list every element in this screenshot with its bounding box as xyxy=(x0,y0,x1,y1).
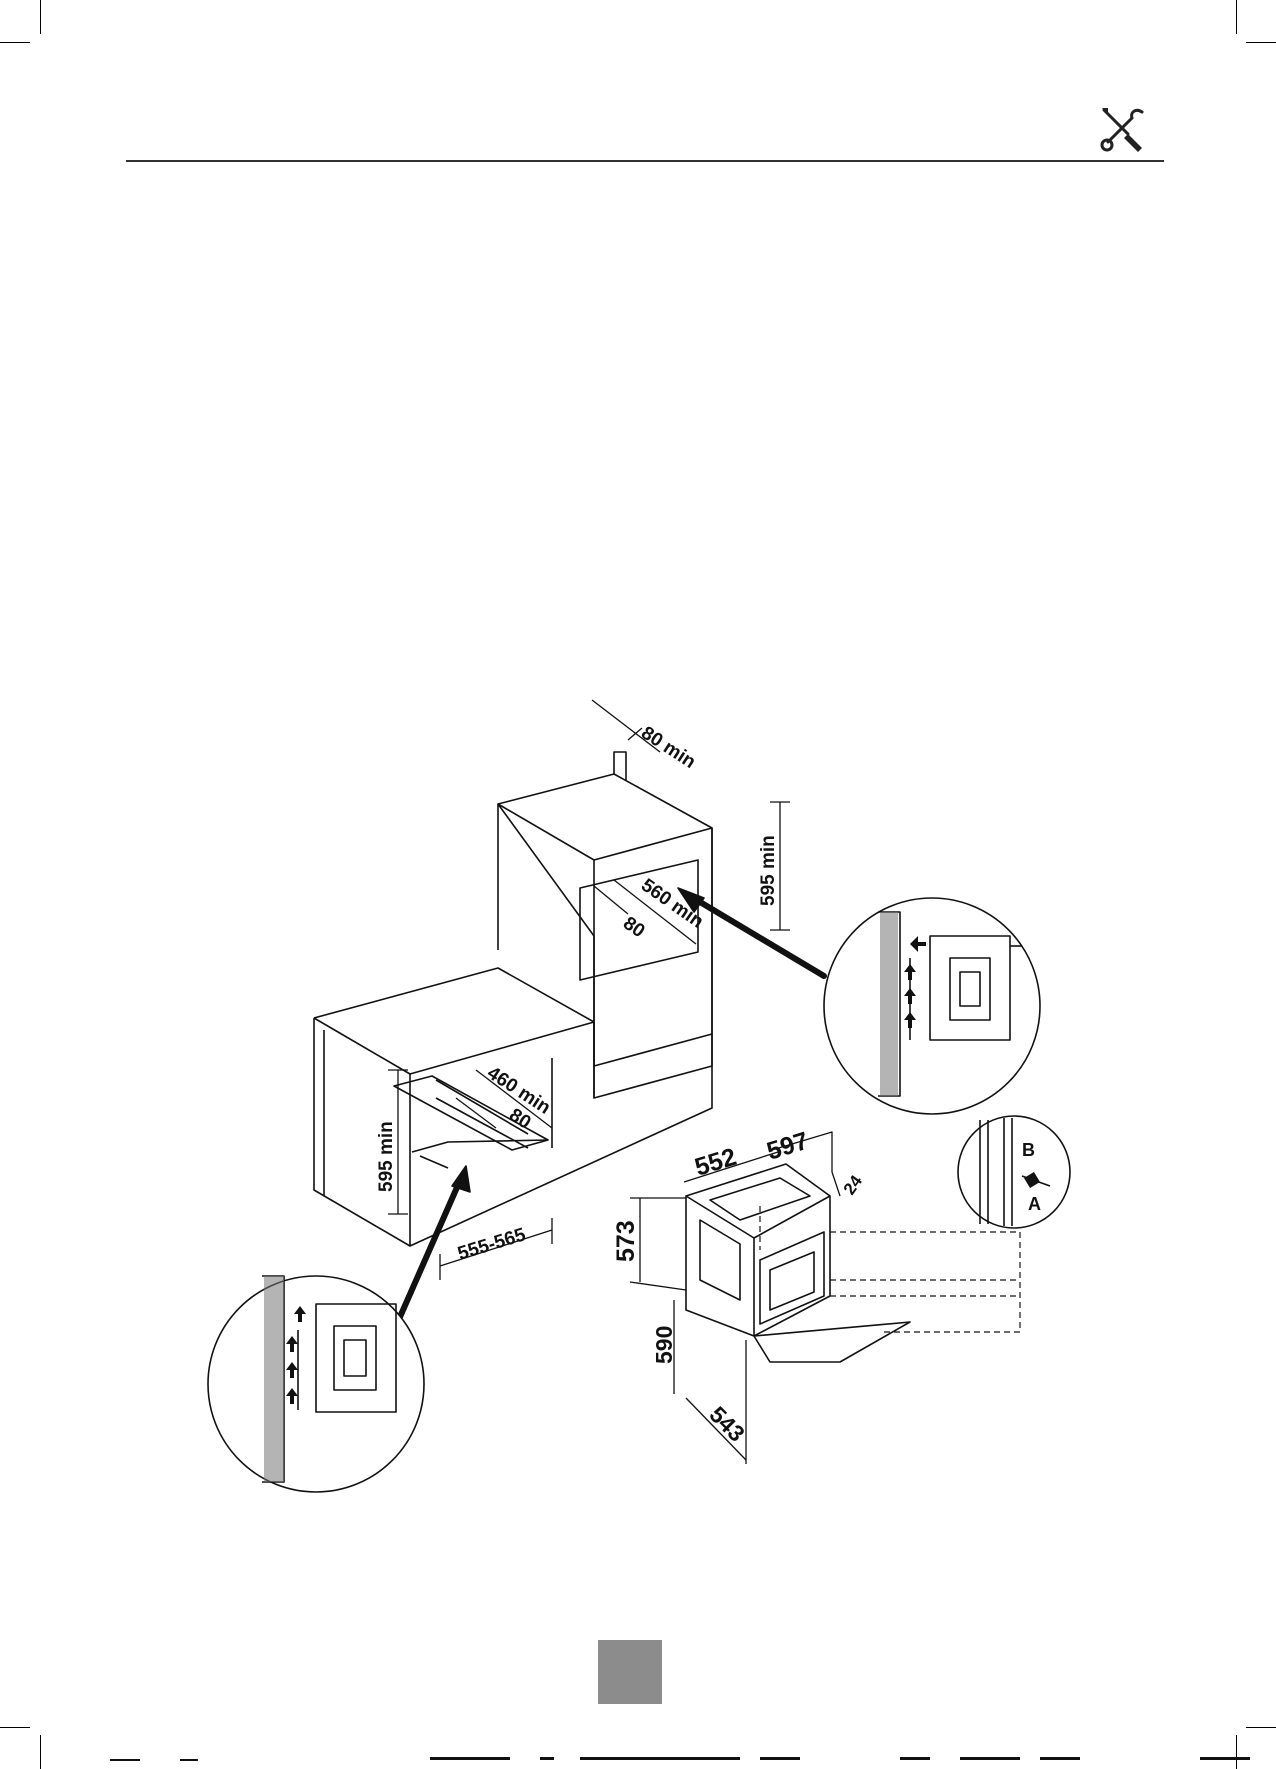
label-oven-depth: 552 xyxy=(692,1143,740,1182)
label-screw-a: A xyxy=(1028,1194,1041,1214)
label-oven-height: 573 xyxy=(612,1220,640,1262)
label-front-height: 590 xyxy=(651,1326,677,1364)
label-lower-width: 555-565 xyxy=(455,1224,528,1265)
label-oven-width: 597 xyxy=(764,1127,812,1166)
bracket-detail-lower xyxy=(208,1276,424,1492)
label-screw-b: B xyxy=(1022,1140,1035,1160)
label-door-thickness: 24 xyxy=(840,1171,867,1198)
label-top-gap: 80 min xyxy=(637,723,699,773)
label-front-depth: 543 xyxy=(704,1401,750,1447)
label-upper-height: 595 min xyxy=(758,835,779,906)
label-lower-height: 595 min xyxy=(376,1121,397,1192)
bracket-detail-upper xyxy=(824,898,1040,1114)
screw-detail xyxy=(958,1116,1070,1228)
oven-unit xyxy=(686,1164,910,1362)
upper-cabinet xyxy=(498,752,712,1098)
print-registration-strip xyxy=(0,1753,1276,1769)
page-number-marker xyxy=(598,1640,662,1704)
